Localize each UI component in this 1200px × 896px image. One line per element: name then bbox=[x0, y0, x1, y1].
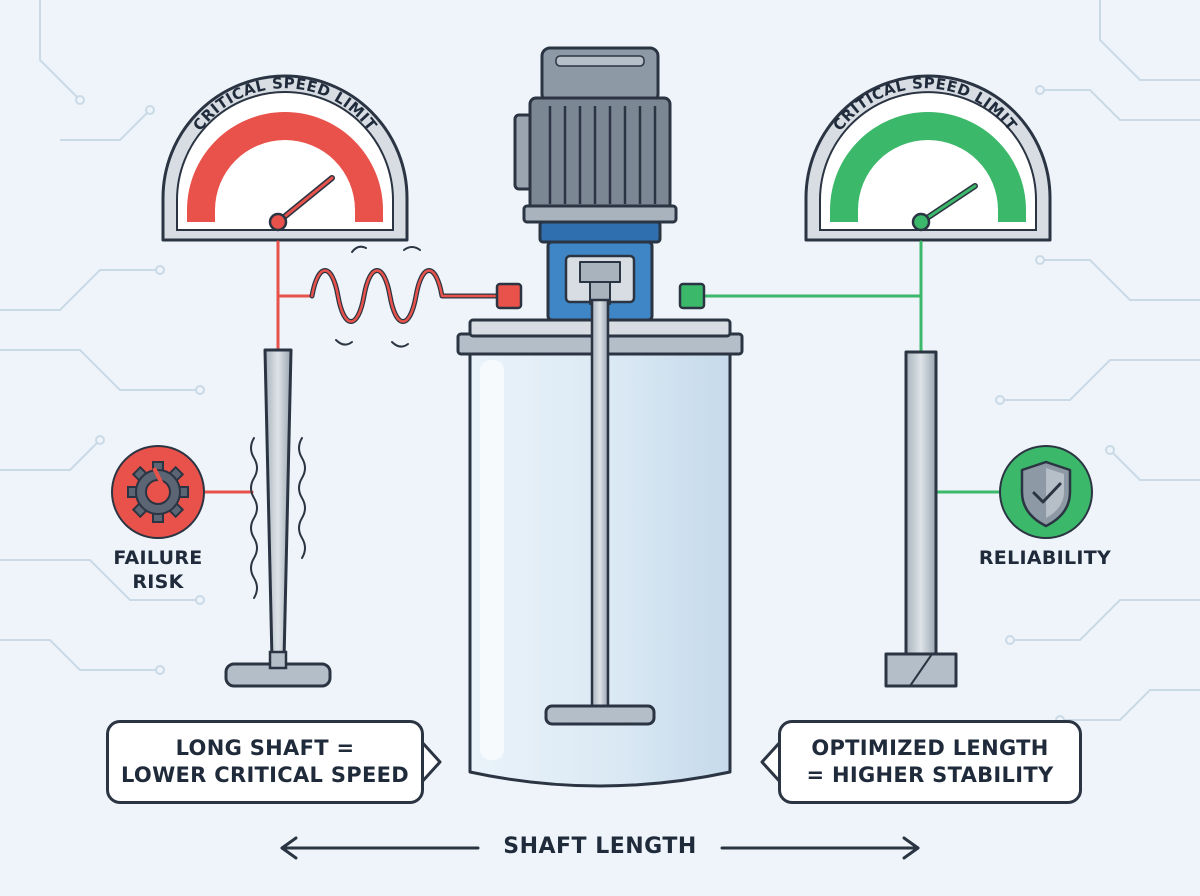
left-callout-line2: LOWER CRITICAL SPEED bbox=[120, 763, 409, 787]
failure-risk-line1: FAILURE bbox=[113, 547, 203, 569]
shaft-length-axis bbox=[280, 836, 920, 860]
reliability-label: RELIABILITY bbox=[978, 547, 1112, 569]
right-callout-tail bbox=[760, 738, 784, 786]
broken-gear-icon bbox=[111, 445, 205, 539]
right-gauge bbox=[804, 74, 1052, 242]
right-callout-line2: = HIGHER STABILITY bbox=[806, 763, 1054, 787]
center-shaft bbox=[544, 298, 656, 726]
failure-risk-label: FAILURE RISK bbox=[98, 546, 218, 594]
left-callout-tail bbox=[418, 738, 442, 786]
right-callout: OPTIMIZED LENGTH = HIGHER STABILITY bbox=[778, 720, 1082, 804]
optimized-shaft bbox=[884, 350, 958, 688]
motor bbox=[513, 46, 678, 224]
right-signal-wire bbox=[702, 240, 1002, 494]
long-shaft bbox=[224, 348, 332, 688]
failure-risk-line2: RISK bbox=[132, 571, 184, 593]
coupling bbox=[538, 220, 662, 322]
right-callout-line1: OPTIMIZED LENGTH bbox=[811, 736, 1049, 760]
left-signal-wire bbox=[203, 240, 523, 494]
shaft-length-label: SHAFT LENGTH bbox=[480, 834, 720, 859]
left-callout: LONG SHAFT = LOWER CRITICAL SPEED bbox=[106, 720, 424, 804]
background-circuit-traces bbox=[0, 0, 1200, 721]
right-signal-port bbox=[678, 282, 706, 310]
vibration-lines bbox=[250, 437, 306, 599]
left-callout-line1: LONG SHAFT = bbox=[175, 736, 355, 760]
shield-check-icon bbox=[999, 445, 1093, 539]
left-gauge bbox=[161, 74, 409, 242]
